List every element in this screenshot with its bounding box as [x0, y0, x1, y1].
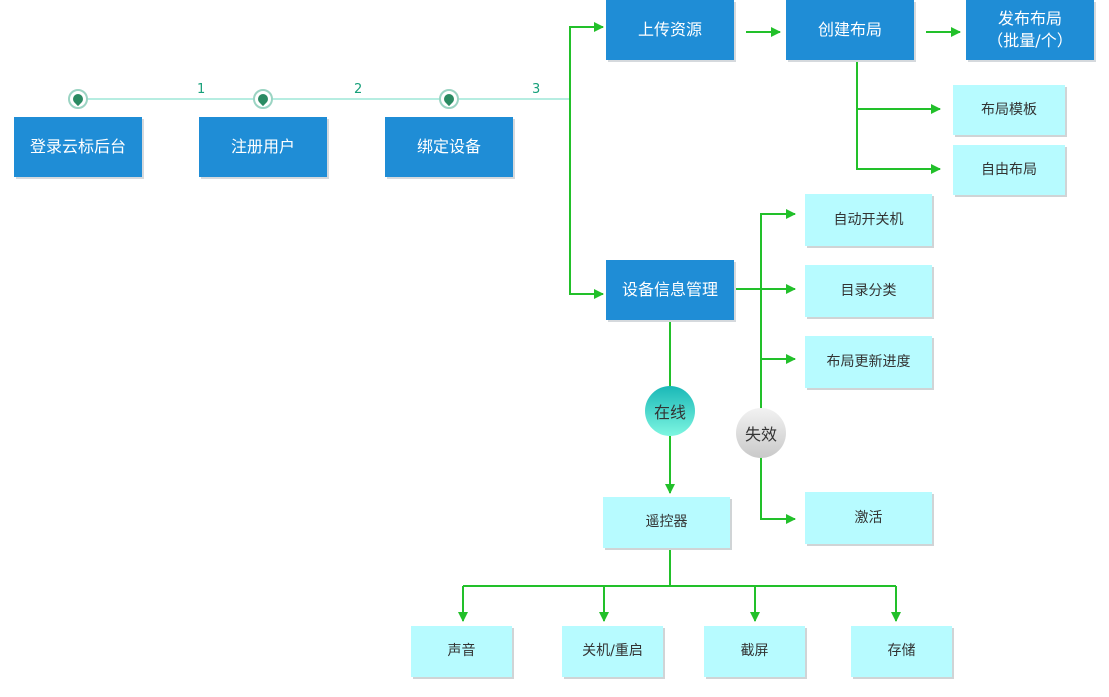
node-login: 登录云标后台 [14, 117, 142, 177]
node-screenshot-label: 截屏 [740, 643, 769, 660]
node-bind-device-label: 绑定设备 [416, 137, 481, 157]
node-sound: 声音 [411, 626, 512, 677]
connector-to-template [856, 60, 941, 114]
node-layout-progress-label: 布局更新进度 [826, 353, 911, 370]
status-online-label: 在线 [653, 403, 686, 422]
node-free-layout: 自由布局 [953, 145, 1065, 195]
node-create-layout-label: 创建布局 [817, 20, 882, 40]
node-publish-layout: 发布布局 （批量/个） [966, 0, 1094, 60]
connector-to-upload [569, 22, 604, 99]
node-storage-label: 存储 [887, 643, 916, 660]
node-register-label: 注册用户 [230, 137, 295, 157]
node-shutdown-restart-label: 关机/重启 [582, 643, 643, 660]
node-layout-template-label: 布局模板 [981, 101, 1037, 118]
node-storage: 存储 [851, 626, 952, 677]
connector-to-free [856, 109, 941, 174]
node-device-management: 设备信息管理 [606, 260, 734, 320]
node-activate-label: 激活 [854, 509, 883, 526]
status-offline-label: 失效 [744, 425, 777, 444]
connector-to-activate [760, 455, 796, 524]
step-marker-1-icon [68, 89, 88, 109]
node-layout-progress: 布局更新进度 [805, 336, 932, 388]
node-screenshot: 截屏 [704, 626, 805, 677]
step-label-3: 3 [532, 82, 541, 97]
step-label-1: 1 [197, 82, 206, 97]
node-upload: 上传资源 [606, 0, 734, 60]
node-free-layout-label: 自由布局 [981, 161, 1037, 178]
node-device-management-label: 设备信息管理 [621, 280, 718, 300]
node-shutdown-restart: 关机/重启 [562, 626, 663, 677]
node-register: 注册用户 [199, 117, 327, 177]
node-remote-control: 遥控器 [603, 497, 730, 548]
node-directory-category: 目录分类 [805, 265, 932, 317]
connector-to-auto-power [760, 209, 796, 410]
status-online-badge: 在线 [645, 386, 695, 436]
node-auto-power: 自动开关机 [805, 194, 932, 246]
node-remote-control-label: 遥控器 [645, 514, 688, 531]
node-create-layout: 创建布局 [786, 0, 914, 60]
node-sound-label: 声音 [447, 643, 476, 660]
node-bind-device: 绑定设备 [385, 117, 513, 177]
step-label-2: 2 [354, 82, 363, 97]
step-marker-3-icon [439, 89, 459, 109]
step-marker-2-icon [253, 89, 273, 109]
node-directory-category-label: 目录分类 [840, 282, 897, 299]
node-layout-template: 布局模板 [953, 85, 1065, 135]
node-auto-power-label: 自动开关机 [833, 211, 904, 228]
connector-to-device-mgmt [569, 99, 604, 299]
status-offline-badge: 失效 [736, 408, 786, 458]
node-publish-line2: （批量/个） [987, 31, 1073, 50]
node-activate: 激活 [805, 492, 932, 544]
node-publish-line1: 发布布局 [997, 9, 1062, 29]
node-login-label: 登录云标后台 [29, 137, 126, 157]
node-upload-label: 上传资源 [637, 20, 702, 40]
